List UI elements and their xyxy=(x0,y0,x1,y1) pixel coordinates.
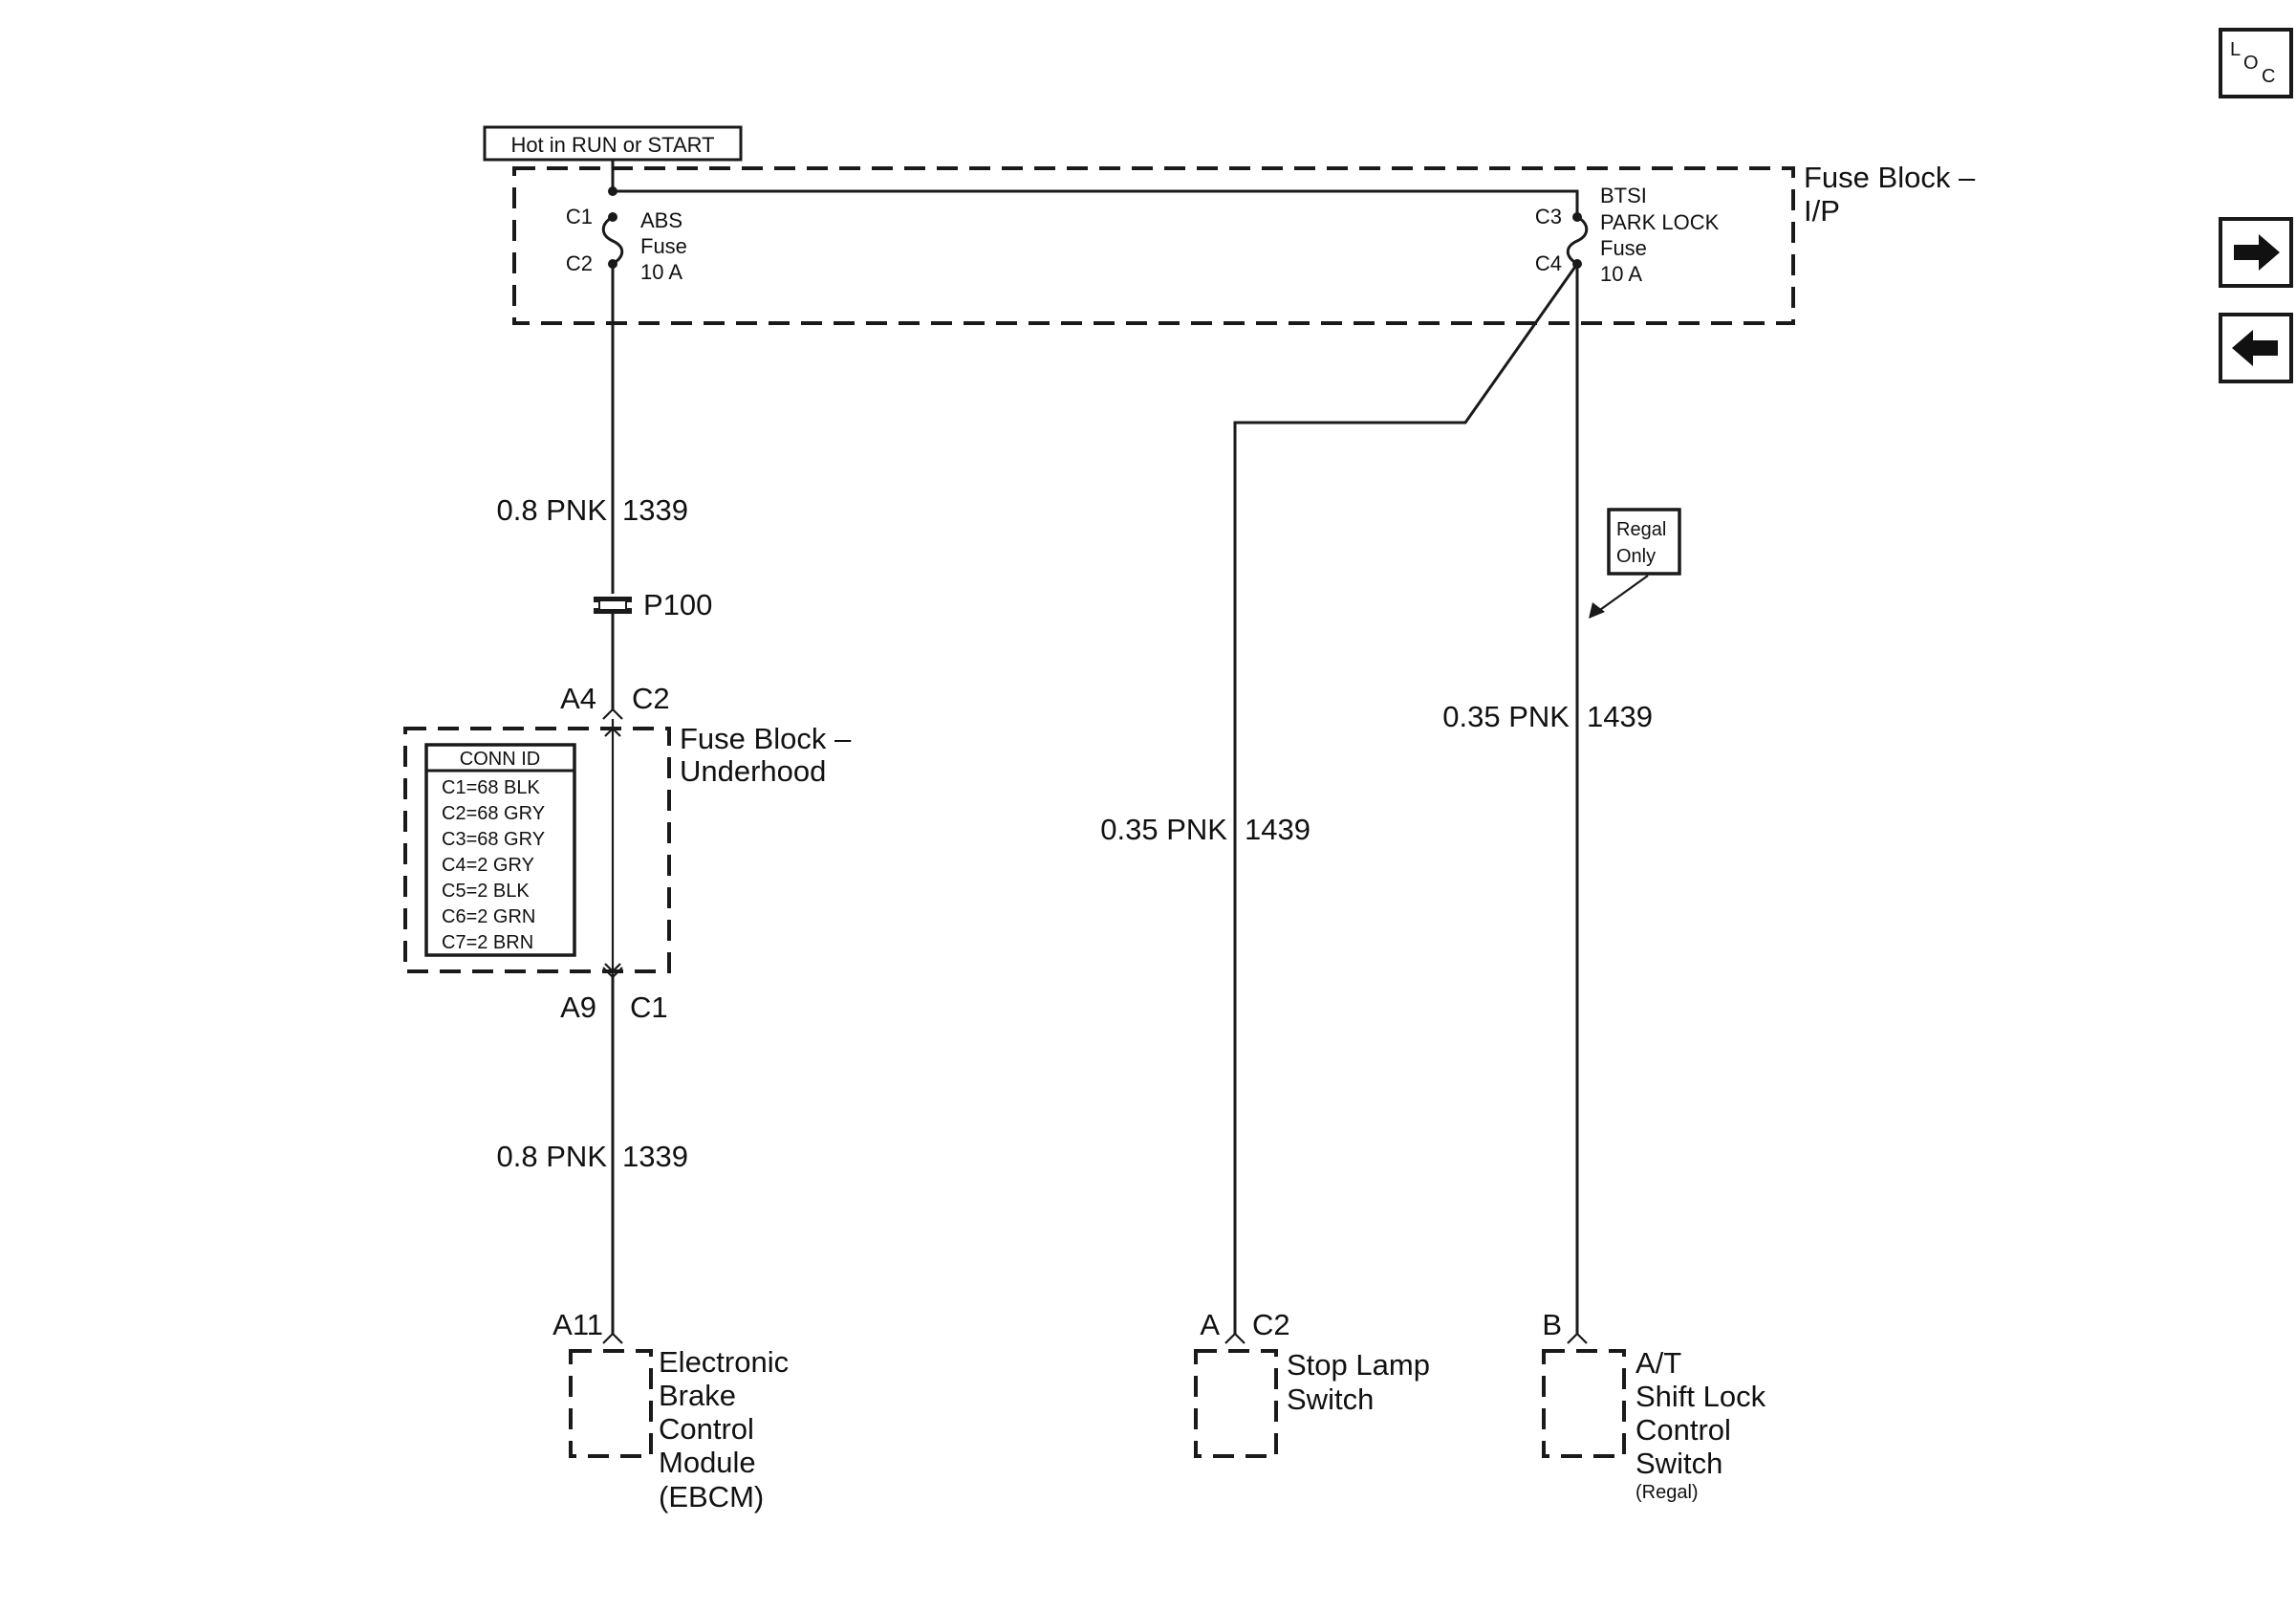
ebcm-name-1: Electronic xyxy=(659,1345,789,1379)
wire-stop-lamp xyxy=(1233,263,1579,1334)
splice-p100: P100 xyxy=(594,588,712,621)
conn-id-row: C6=2 GRN xyxy=(442,906,535,927)
component-stop-lamp-switch: A C2 Stop Lamp Switch xyxy=(1194,1308,1430,1458)
wire-stop-lamp-circuit: 1439 xyxy=(1245,813,1310,846)
fuse-block-underhood: A4 C2 Fuse Block – Underhood CONN ID C1=… xyxy=(403,682,852,1024)
underhood-outline xyxy=(403,727,671,973)
fuse-block-ip-subtitle: I/P xyxy=(1804,194,1840,228)
wire-stop-lamp-gauge: 0.35 PNK xyxy=(1100,813,1227,846)
abs-fuse-element xyxy=(601,215,624,266)
svg-text:L: L xyxy=(2230,39,2241,60)
underhood-subtitle: Underhood xyxy=(680,754,826,788)
power-bus-wire xyxy=(611,160,1579,217)
conn-id-row: C1=68 BLK xyxy=(442,777,541,798)
regal-note-pointer xyxy=(1596,575,1649,613)
power-source-label: Hot in RUN or START xyxy=(483,125,743,162)
btsi-fuse-pin-bottom: C4 xyxy=(1535,251,1562,275)
underhood-title: Fuse Block – xyxy=(680,722,852,755)
shift-lock-name-3: Control xyxy=(1635,1413,1731,1447)
wire-abs-upper-gauge: 0.8 PNK xyxy=(497,493,608,527)
next-page-button[interactable] xyxy=(2219,217,2293,288)
stop-lamp-pin-left: A xyxy=(1200,1308,1220,1341)
btsi-fuse-name2: PARK LOCK xyxy=(1600,210,1720,234)
ebcm-name-3: Control xyxy=(659,1412,754,1446)
wire-abs-lower-circuit: 1339 xyxy=(622,1140,688,1173)
btsi-fuse-pin-top: C3 xyxy=(1535,205,1562,229)
btsi-fuse: C3 C4 BTSI PARK LOCK Fuse 10 A xyxy=(1535,184,1720,286)
ebcm-name-5: (EBCM) xyxy=(659,1480,764,1513)
conn-id-table: CONN ID C1=68 BLK C2=68 GRY C3=68 GRY C4… xyxy=(424,743,576,957)
stop-lamp-outline xyxy=(1194,1349,1278,1458)
underhood-pin-bottom-left: A9 xyxy=(560,991,596,1024)
abs-fuse-pin-bottom: C2 xyxy=(566,251,593,275)
stop-lamp-connector xyxy=(1224,1332,1245,1344)
shift-lock-connector xyxy=(1567,1332,1588,1344)
regal-note-line2: Only xyxy=(1616,546,1656,567)
fuse-block-ip-title: Fuse Block – xyxy=(1804,161,1976,194)
btsi-fuse-name: BTSI xyxy=(1600,184,1647,207)
svg-text:O: O xyxy=(2243,53,2259,74)
loc-button[interactable]: L O C xyxy=(2219,28,2293,98)
conn-id-row: C4=2 GRY xyxy=(442,855,534,876)
abs-fuse: C1 C2 ABS Fuse 10 A xyxy=(566,205,687,284)
component-ebcm: A11 Electronic Brake Control Module (EBC… xyxy=(552,1308,789,1513)
regal-only-note: Regal Only xyxy=(1589,508,1681,619)
wire-abs-upper-circuit: 1339 xyxy=(622,493,688,527)
svg-text:C: C xyxy=(2262,66,2275,87)
underhood-pin-top-left: A4 xyxy=(560,682,596,715)
abs-fuse-pin-top: C1 xyxy=(566,205,593,229)
shift-lock-name-5: (Regal) xyxy=(1635,1482,1699,1503)
wire-abs-lower-gauge: 0.8 PNK xyxy=(497,1140,608,1173)
ebcm-pin: A11 xyxy=(552,1308,603,1341)
shift-lock-name-4: Switch xyxy=(1635,1447,1722,1480)
ebcm-connector xyxy=(602,1332,623,1344)
regal-note-line1: Regal xyxy=(1616,519,1666,540)
shift-lock-pin: B xyxy=(1542,1308,1562,1341)
btsi-fuse-element xyxy=(1566,215,1589,266)
previous-page-button[interactable] xyxy=(2219,313,2293,383)
btsi-fuse-type: Fuse xyxy=(1600,236,1647,260)
abs-fuse-type: Fuse xyxy=(640,234,687,258)
regal-note-arrowhead xyxy=(1589,602,1605,619)
abs-fuse-name: ABS xyxy=(640,208,682,232)
stop-lamp-pin-right: C2 xyxy=(1252,1308,1290,1341)
shift-lock-name-2: Shift Lock xyxy=(1635,1380,1766,1413)
btsi-fuse-rating: 10 A xyxy=(1600,262,1642,286)
underhood-connector-top xyxy=(602,708,623,720)
wire-shift-lock-circuit: 1439 xyxy=(1587,700,1653,733)
stop-lamp-name-1: Stop Lamp xyxy=(1287,1348,1430,1382)
wire-shift-lock-gauge: 0.35 PNK xyxy=(1442,700,1570,733)
conn-id-row: C5=2 BLK xyxy=(442,881,530,902)
shift-lock-outline xyxy=(1542,1349,1626,1458)
shift-lock-name-1: A/T xyxy=(1635,1346,1681,1380)
stop-lamp-name-2: Switch xyxy=(1287,1382,1374,1416)
underhood-pin-top-right: C2 xyxy=(632,682,670,715)
conn-id-row: C7=2 BRN xyxy=(442,932,533,953)
ebcm-outline xyxy=(569,1349,653,1458)
conn-id-row: C2=68 GRY xyxy=(442,803,545,824)
loc-icon: L O C xyxy=(2230,39,2275,87)
ebcm-name-2: Brake xyxy=(659,1379,736,1412)
underhood-internal-arrow-top xyxy=(604,727,621,737)
conn-id-row: C3=68 GRY xyxy=(442,829,545,850)
component-shift-lock-switch: B A/T Shift Lock Control Switch (Regal) xyxy=(1542,1308,1766,1503)
arrow-left-icon xyxy=(2232,330,2278,366)
power-source-text: Hot in RUN or START xyxy=(510,133,714,157)
underhood-internal-arrow-bottom xyxy=(604,963,621,973)
underhood-pin-bottom-right: C1 xyxy=(630,991,668,1024)
bus-junction-dot xyxy=(608,186,617,196)
conn-id-header: CONN ID xyxy=(460,749,540,770)
arrow-right-icon xyxy=(2234,234,2280,271)
fuse-block-ip: Fuse Block – I/P xyxy=(512,161,1976,325)
abs-fuse-rating: 10 A xyxy=(640,260,682,284)
ebcm-name-4: Module xyxy=(659,1446,756,1479)
splice-label: P100 xyxy=(643,588,712,621)
